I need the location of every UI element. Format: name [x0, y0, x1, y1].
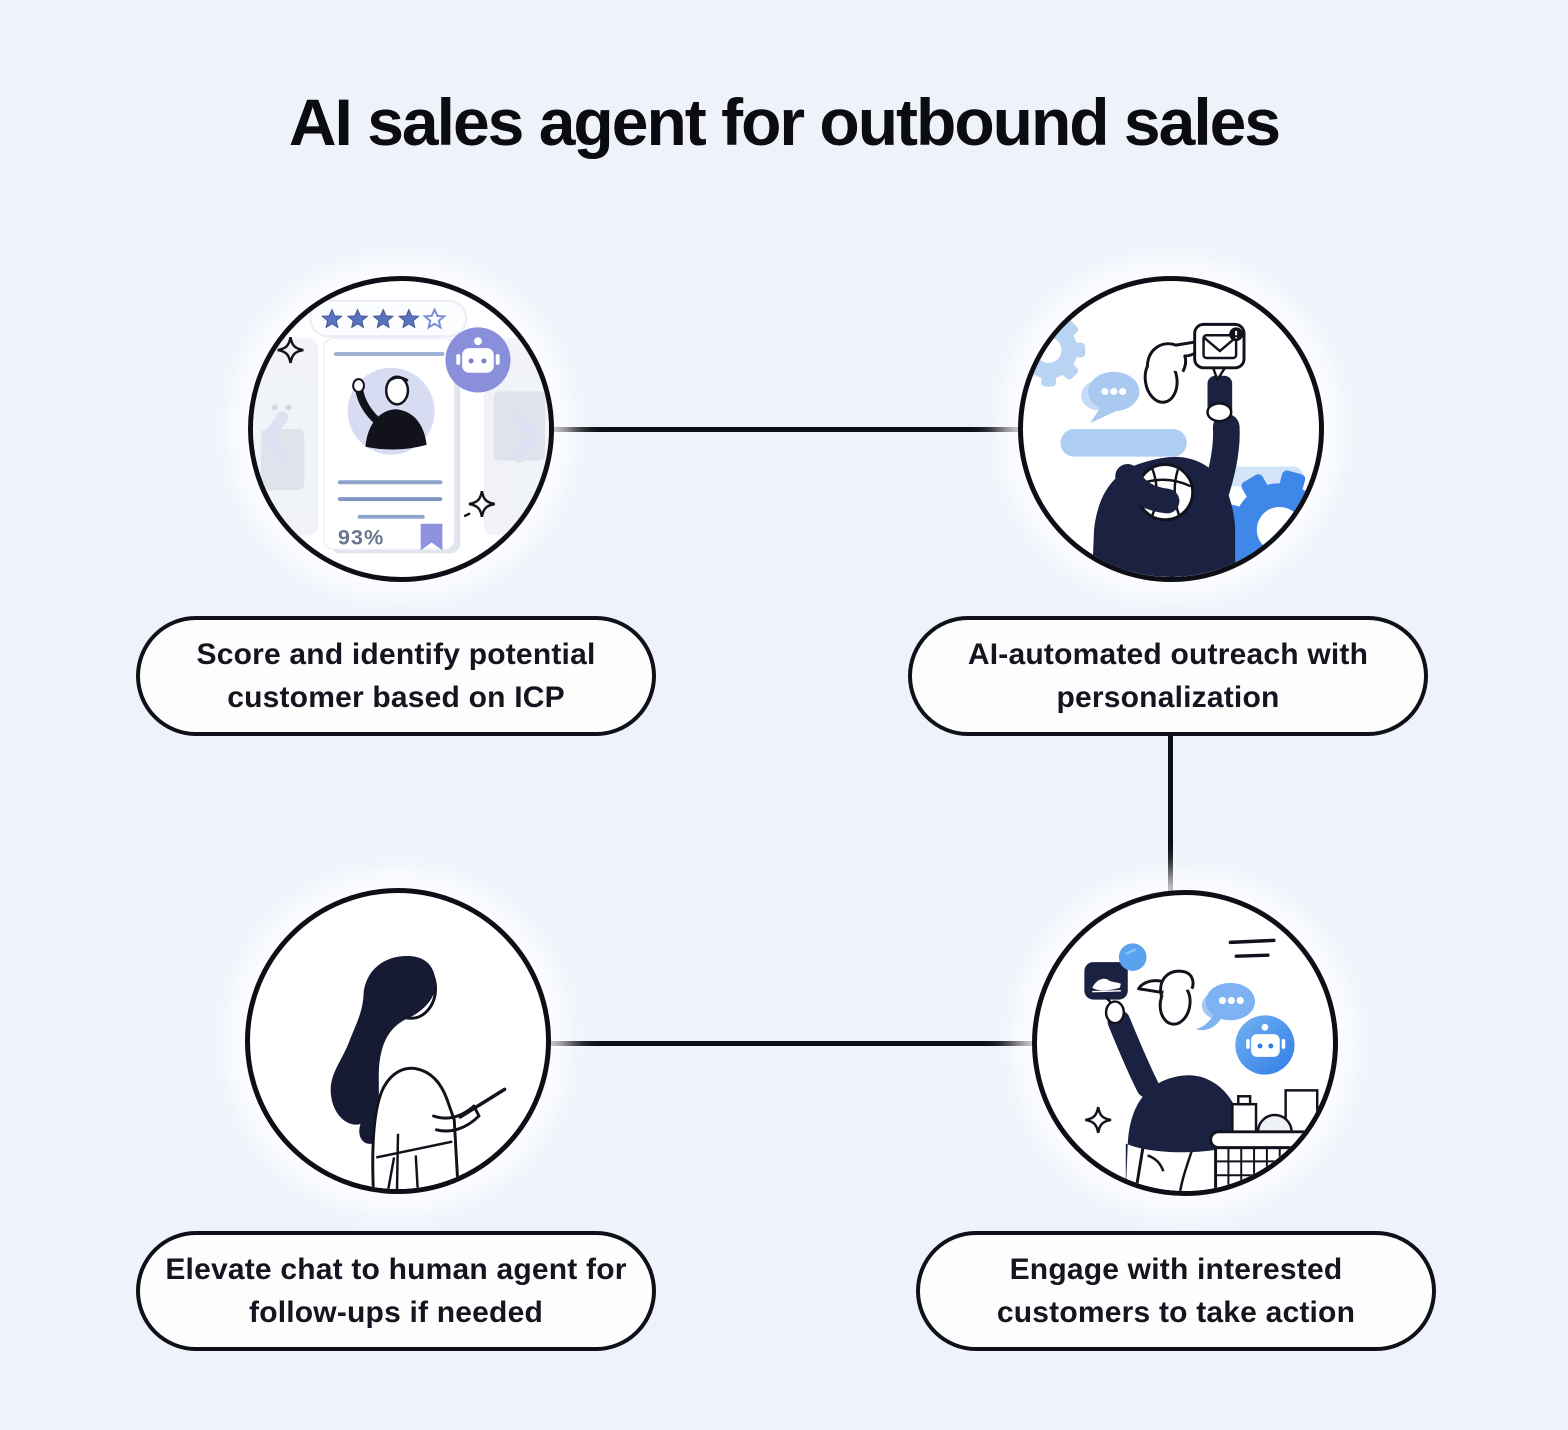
- chevron-right-icon: [513, 411, 540, 463]
- match-score-value: 93%: [338, 524, 384, 549]
- person-with-basket: [1104, 969, 1258, 1191]
- node-outreach-circle: [1018, 276, 1324, 582]
- page-title: AI sales agent for outbound sales: [288, 85, 1281, 159]
- email-notification-icon: [1193, 322, 1246, 381]
- person-with-basketball: [1092, 338, 1240, 577]
- label-score: Score and identify potential customer ba…: [136, 616, 656, 736]
- outreach-person-illustration: [1023, 313, 1319, 577]
- woman-with-phone: [330, 955, 507, 1189]
- chat-bubble-icon: [1195, 982, 1256, 1031]
- profile-card: 93%: [323, 337, 461, 554]
- label-line: follow-ups if needed: [249, 1296, 543, 1329]
- smartphone-icon: [1084, 943, 1147, 1000]
- connector-vertical: [1168, 726, 1173, 896]
- notification-badge: [1118, 943, 1147, 971]
- node-score-circle: 93%: [248, 276, 554, 582]
- gear-icon: [1023, 313, 1086, 387]
- label-outreach: AI-automated outreach with personalizati…: [908, 616, 1428, 736]
- node-engage-circle: [1032, 890, 1338, 1196]
- sparkle-icon: [1084, 1105, 1113, 1135]
- chat-bubble-icon: [1081, 371, 1140, 424]
- label-line: Score and identify potential: [196, 638, 596, 671]
- hair: [330, 955, 436, 1144]
- label-line: personalization: [1056, 681, 1280, 714]
- label-line: customer based on ICP: [227, 681, 565, 714]
- connector-top: [550, 427, 1022, 432]
- star-rating-icon: [309, 299, 468, 338]
- avatar-person: [352, 375, 427, 450]
- robot-icon: [445, 327, 511, 393]
- menu-lines: [1228, 938, 1276, 958]
- label-line: customers to take action: [996, 1296, 1356, 1329]
- node-human-agent-circle: [245, 888, 551, 1194]
- bookmark-icon: [420, 523, 443, 551]
- human-agent-illustration: [330, 955, 507, 1189]
- profile-scorecard-illustration: 93%: [253, 299, 549, 554]
- engage-customer-illustration: [1084, 938, 1323, 1191]
- label-engage: Engage with interested customers to take…: [916, 1231, 1436, 1351]
- label-elevate: Elevate chat to human agent for follow-u…: [136, 1231, 656, 1351]
- label-line: Elevate chat to human agent for: [165, 1253, 627, 1286]
- cap-icon: [1137, 969, 1195, 996]
- label-line: Engage with interested: [1009, 1253, 1343, 1286]
- robot-icon: [1235, 1015, 1295, 1075]
- chevron-left-icon: [262, 411, 289, 463]
- label-line: AI-automated outreach with: [967, 638, 1369, 671]
- smartphone-icon: [458, 1087, 507, 1119]
- connector-bottom: [547, 1041, 1036, 1046]
